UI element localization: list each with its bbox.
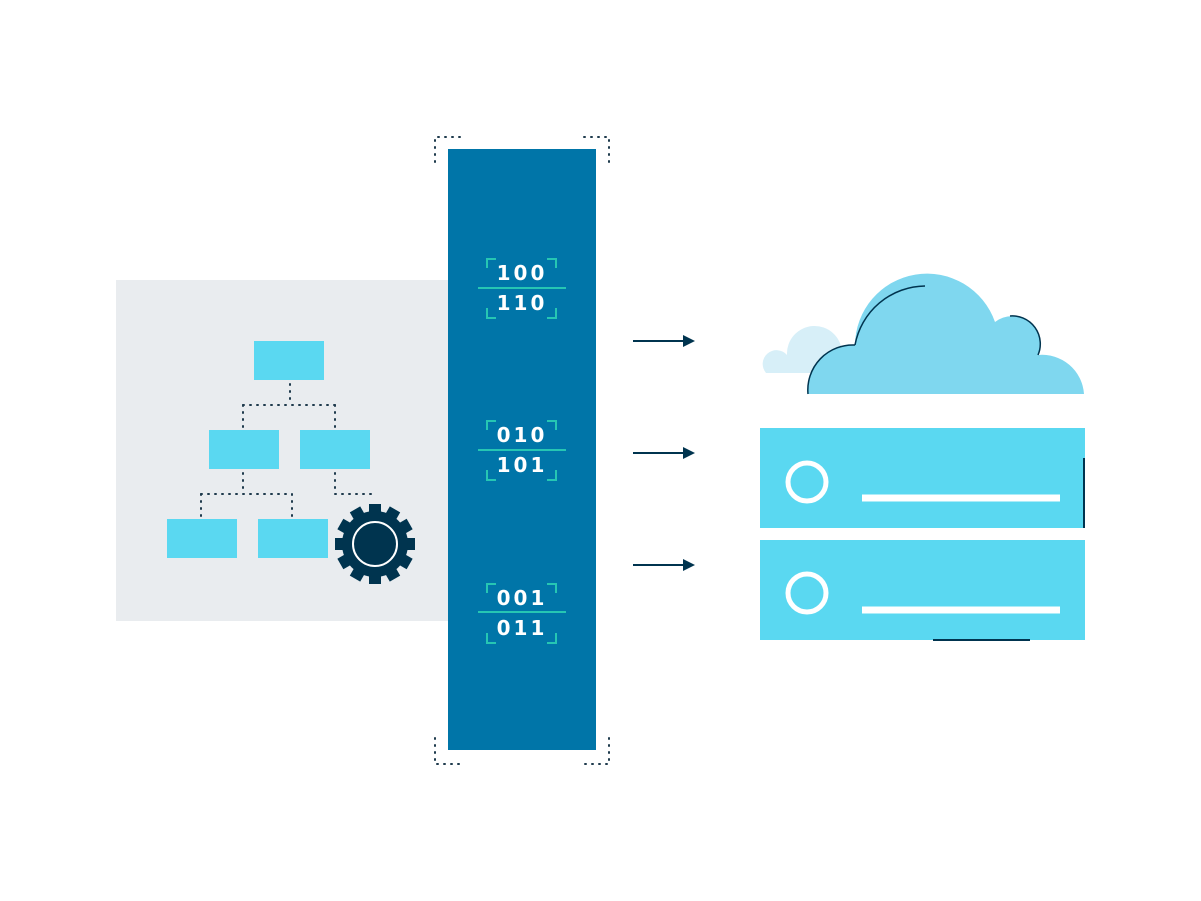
server-status-light-1 xyxy=(785,460,829,504)
binary-top-1: 100 xyxy=(497,261,548,285)
column-corner-marks xyxy=(434,136,610,765)
cloud-outline xyxy=(807,285,1042,395)
org-node-leaf-left xyxy=(167,519,237,558)
binary-block-2: 010 101 xyxy=(478,420,566,481)
binary-bottom-2: 101 xyxy=(497,453,548,477)
org-node-mid-right xyxy=(300,430,370,469)
gear-icon xyxy=(335,504,415,584)
org-node-leaf-right xyxy=(258,519,328,558)
binary-top-3: 001 xyxy=(497,586,548,610)
org-node-root xyxy=(254,341,324,380)
org-node-mid-left xyxy=(209,430,279,469)
arrow-right-icon xyxy=(633,335,695,347)
binary-block-3: 001 011 xyxy=(478,583,566,644)
arrow-right-icon xyxy=(633,559,695,571)
binary-bottom-1: 110 xyxy=(497,291,548,315)
server-rack-icon xyxy=(760,428,1085,641)
binary-block-1: 100 110 xyxy=(478,258,566,319)
server-status-light-2 xyxy=(785,571,829,615)
org-chart-icon xyxy=(167,341,373,558)
binary-bottom-3: 011 xyxy=(497,616,548,640)
cloud-icon xyxy=(807,273,1084,394)
source-panel xyxy=(116,280,456,621)
server-unit-1 xyxy=(760,428,1085,528)
binary-top-2: 010 xyxy=(497,423,548,447)
arrow-right-icon xyxy=(633,447,695,459)
server-unit-2 xyxy=(760,540,1085,640)
